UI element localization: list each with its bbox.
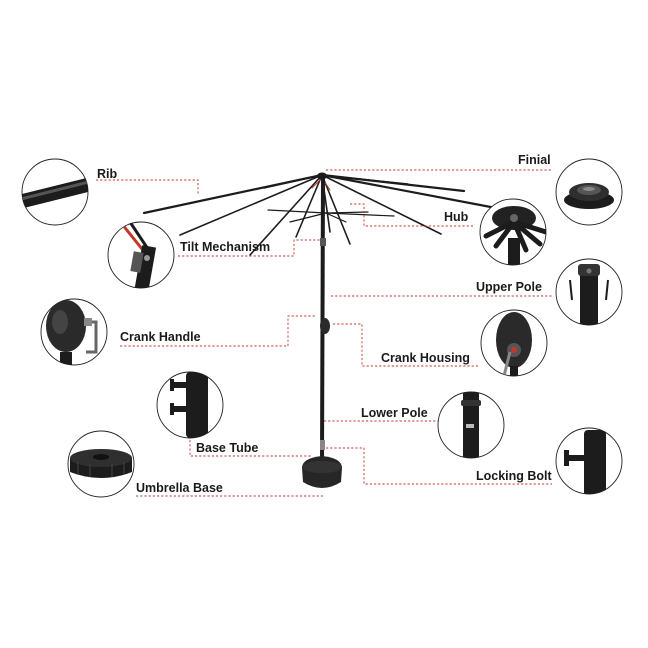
label-finial: Finial	[518, 153, 551, 167]
crank-housing-detail	[480, 309, 548, 377]
label-tilt-mechanism: Tilt Mechanism	[180, 240, 271, 254]
label-locking-bolt: Locking Bolt	[476, 469, 552, 483]
label-rib: Rib	[97, 167, 118, 181]
label-umbrella-base: Umbrella Base	[136, 481, 223, 495]
label-upper-pole: Upper Pole	[476, 280, 542, 294]
rib-detail	[21, 158, 89, 226]
hub-detail	[479, 198, 547, 266]
label-crank-handle: Crank Handle	[120, 330, 201, 344]
finial-detail	[555, 158, 623, 226]
leader-lines	[96, 169, 552, 497]
umbrella-illustration	[142, 172, 498, 488]
label-hub: Hub	[444, 210, 469, 224]
upper-pole-detail	[555, 258, 623, 326]
crank-housing-part	[320, 318, 330, 334]
label-crank-housing: Crank Housing	[381, 351, 470, 365]
umbrella-pole	[320, 175, 325, 463]
label-lower-pole: Lower Pole	[361, 406, 428, 420]
umbrella-base-detail	[67, 430, 135, 498]
crank-handle-detail	[40, 298, 108, 366]
locking-bolt-detail	[555, 427, 623, 495]
base-tube-detail	[156, 371, 224, 439]
label-base-tube: Base Tube	[196, 441, 259, 455]
lower-pole-detail	[437, 391, 505, 459]
tilt-mechanism-detail	[107, 221, 175, 289]
